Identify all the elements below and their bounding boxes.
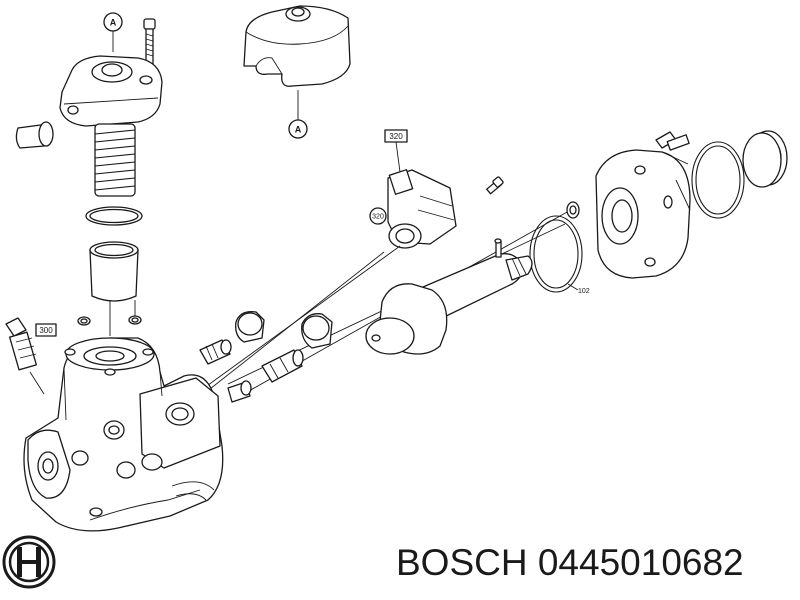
plug-small-2 — [301, 313, 333, 349]
pressure-valve-assembly: 300 — [5, 317, 57, 395]
o-ring-flange — [691, 141, 745, 219]
shaft-seal — [742, 130, 788, 188]
plug-small-1 — [235, 311, 265, 343]
callout-box-320-label: 320 — [389, 132, 403, 141]
o-ring-front — [529, 215, 583, 293]
flange-screw — [655, 131, 690, 151]
callout-circle-a-cap — [288, 119, 308, 139]
callout-box-300 — [35, 323, 57, 337]
metering-valve-assembly: 320 320 — [369, 129, 504, 249]
callout-circle-320-label: 320 — [372, 214, 384, 221]
pump-element-assembly: A — [15, 12, 163, 302]
plug-cap — [15, 121, 54, 149]
valve-screw — [486, 176, 504, 195]
label-102: 102 — [578, 288, 590, 295]
callout-a-top-label: A — [110, 18, 117, 28]
bosch-armature-logo-icon — [2, 535, 56, 589]
pump-flange — [59, 55, 163, 127]
drive-shaft — [365, 238, 533, 355]
fitting-1 — [199, 339, 232, 365]
callout-circle-320 — [369, 207, 387, 225]
brand-part-number-caption: BOSCH 0445010682 — [396, 542, 744, 583]
fitting-3 — [227, 380, 252, 403]
fittings-group — [77, 300, 333, 403]
pump-housing — [23, 337, 224, 532]
pump-spring — [94, 123, 136, 197]
tappet-sleeve — [89, 241, 139, 302]
fitting-2 — [261, 349, 304, 383]
front-flange-assembly: 102 — [529, 130, 788, 295]
callout-a-cap-label: A — [295, 125, 302, 135]
cap-assembly: A — [243, 5, 351, 139]
callout-box-300-label: 300 — [39, 326, 53, 335]
